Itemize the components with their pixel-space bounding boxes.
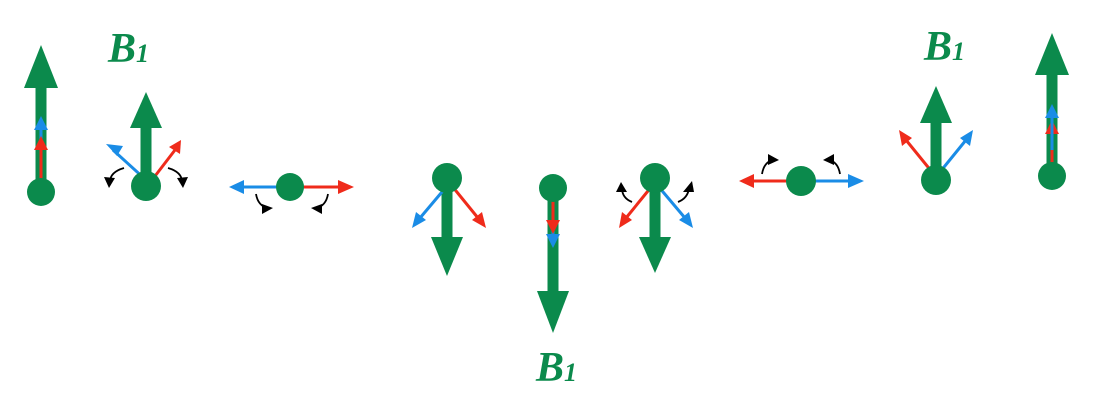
rotation-arc-head-right — [823, 154, 834, 165]
spin-dot — [276, 173, 304, 201]
blue-arrow-head — [229, 180, 244, 194]
red-arrow — [904, 139, 934, 173]
blue-arrow-head — [546, 234, 560, 248]
b1-label-right: B1 — [923, 24, 965, 70]
field-arrow-head — [24, 45, 58, 88]
spin-dot — [539, 174, 567, 202]
frame-3 — [229, 173, 354, 214]
blue-arrow — [656, 185, 687, 219]
frame-8 — [899, 86, 973, 195]
spin-dot — [131, 171, 161, 201]
rotation-arc-head-left — [768, 154, 779, 165]
red-arrow-head — [899, 130, 912, 146]
spin-dot — [921, 165, 951, 195]
red-arrow-head — [472, 212, 486, 228]
red-arrow-head — [546, 220, 560, 234]
red-arrow — [624, 185, 654, 219]
blue-arrow-head — [679, 212, 693, 228]
frame-2 — [104, 92, 188, 201]
spin-dot — [640, 163, 670, 193]
b1-label-bottom: B1 — [535, 345, 577, 391]
red-arrow-head — [34, 136, 48, 150]
red-arrow — [450, 185, 480, 219]
field-arrow-head — [639, 237, 671, 273]
field-arrow-head — [130, 92, 162, 128]
field-arrow-head — [920, 86, 952, 123]
blue-arrow-head — [848, 174, 864, 188]
blue-arrow-head — [34, 116, 48, 130]
b1-label-left: B1 — [107, 26, 149, 72]
blue-arrow-head — [1045, 104, 1059, 118]
frame-1 — [24, 45, 58, 206]
rotation-arc-head-left — [262, 204, 273, 214]
rotation-arc-head-right — [311, 204, 322, 214]
field-arrow-head — [1035, 33, 1069, 75]
spin-dot — [786, 166, 816, 196]
blue-arrow-head — [960, 130, 973, 146]
frame-6 — [616, 163, 694, 273]
spin-dot — [432, 163, 462, 193]
frame-5 — [537, 174, 569, 333]
frame-4 — [412, 163, 486, 276]
blue-arrow-head — [412, 212, 426, 228]
frame-9 — [1035, 33, 1069, 190]
red-arrow-head — [619, 212, 632, 228]
rotation-arc-head-left — [104, 177, 115, 188]
field-arrow-head — [537, 291, 569, 333]
spin-dot — [1038, 162, 1066, 190]
rotation-arc-head-left — [616, 182, 627, 192]
red-arrow-head — [739, 174, 754, 188]
rotation-arc-head-right — [177, 177, 188, 188]
blue-arrow-head — [106, 144, 123, 156]
red-arrow-head — [338, 180, 354, 194]
rotation-arc-head-right — [683, 181, 694, 192]
blue-arrow — [938, 139, 968, 173]
field-arrow-head — [431, 237, 463, 276]
spin-dot — [27, 178, 55, 206]
red-arrow-head — [169, 140, 181, 154]
frame-7 — [739, 154, 864, 196]
